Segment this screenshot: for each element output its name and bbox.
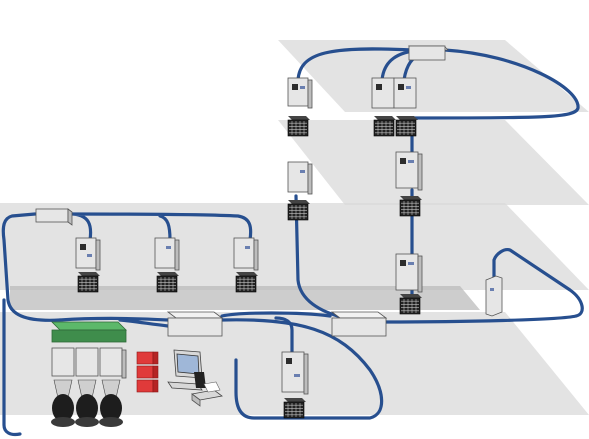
motor-icon [287,200,310,221]
cable-left-down [2,298,22,437]
cable-right-loop [383,248,584,324]
floor-main-band [10,286,480,310]
motor-icon [235,272,258,293]
drive-icon [371,77,417,109]
motor-icon [373,116,396,137]
drive-icon [75,237,101,271]
motor-icon [156,272,179,293]
drive-icon [395,151,423,191]
floor-upper-mid [278,120,589,205]
motor-icon [395,116,418,137]
switch-icon [330,311,388,337]
drive-icon [287,161,313,195]
hub-icon [51,321,127,331]
motor-icon [283,398,306,419]
motors [77,116,422,419]
cable-bottom-drive [274,316,294,362]
motor-icon [399,294,422,315]
cable-main-bus [1,212,253,322]
hub-assembly [51,321,127,427]
safety-module-stack [136,351,159,393]
cable-bottom-loop [220,318,384,420]
drive-icon [233,237,259,271]
motor-icon [77,272,100,293]
network-switches [35,45,449,337]
motor-icon [287,116,310,137]
drive-icon [287,77,313,109]
floor-top [278,40,589,112]
printer-icon [191,381,223,407]
drive-units [75,77,503,395]
drive-icon [485,275,503,317]
switch-icon [35,208,73,226]
motor-icon [399,196,422,217]
cable-top-loop [296,47,580,172]
computer-icon [167,349,206,391]
switch-icon [166,311,224,337]
floor-main [0,203,589,290]
drive-icon [395,253,423,293]
switch-icon [408,45,449,61]
drive-icon [51,347,127,379]
cable-mid-horizontal [220,311,332,318]
cable-hub-link [58,316,170,328]
drive-icon [281,351,309,395]
servo-motor-icons [51,379,123,427]
drive-icon [154,237,180,271]
